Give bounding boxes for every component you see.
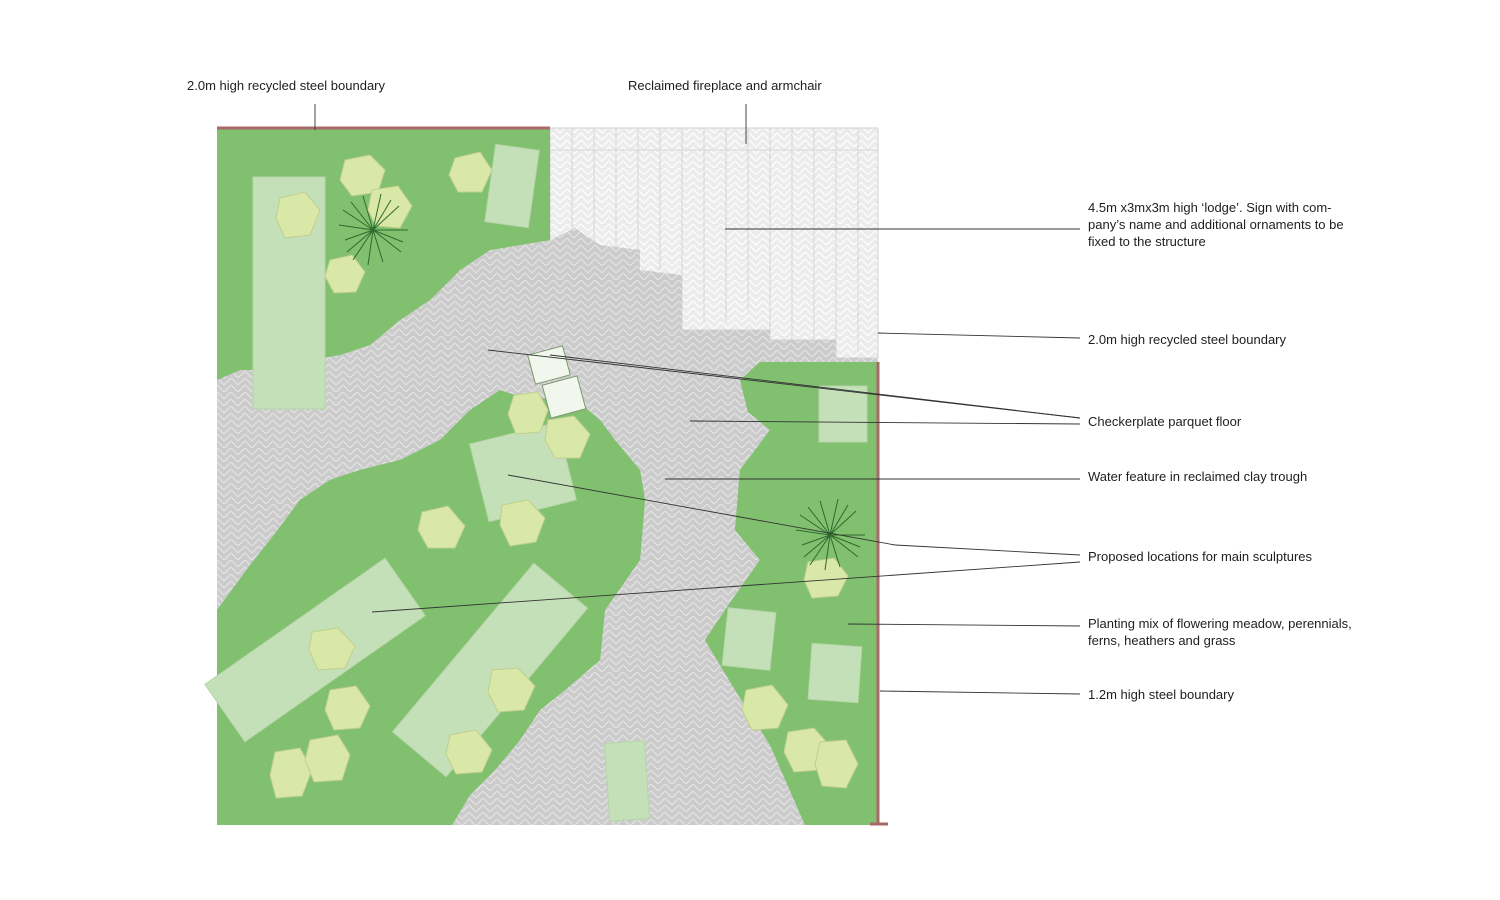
label-steel-boundary: 1.2m high steel boundary	[1088, 687, 1234, 702]
label-water-feature: Water feature in reclaimed clay trough	[1088, 469, 1308, 484]
parquet-path	[217, 228, 878, 825]
shrubs	[269, 151, 859, 799]
label-parquet-floor: Checkerplate parquet floor	[1088, 414, 1242, 429]
label-boundary-right: 2.0m high recycled steel boundary	[1088, 332, 1287, 347]
ornamental-grass	[338, 193, 865, 571]
label-fireplace: Reclaimed fireplace and armchair	[628, 78, 822, 93]
label-lodge: 4.5m x3mx3m high ‘lodge’. Sign with com-…	[1088, 200, 1344, 249]
label-sculptures: Proposed locations for main sculptures	[1088, 549, 1313, 564]
label-boundary-top: 2.0m high recycled steel boundary	[187, 78, 386, 93]
boundaries	[217, 126, 888, 826]
leader-lines	[314, 104, 1081, 695]
label-planting: Planting mix of flowering meadow, perenn…	[1088, 616, 1352, 648]
